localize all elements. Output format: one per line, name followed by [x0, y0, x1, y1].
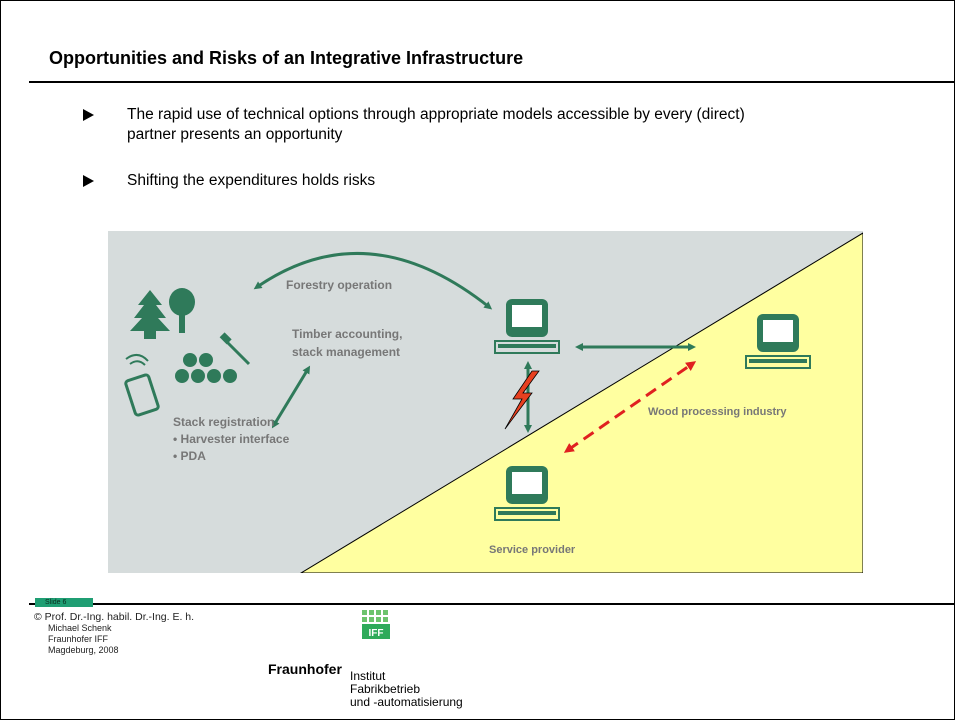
- trees-icon: [130, 288, 195, 339]
- slide-number: Slide 6: [35, 598, 93, 607]
- bullet-triangle-icon: [83, 175, 94, 187]
- logo-text: IFF: [369, 628, 384, 639]
- slide-title: Opportunities and Risks of an Integrativ…: [49, 48, 524, 68]
- fraunhofer-logo-icon: IFF: [360, 609, 392, 641]
- computer-service-icon: [494, 466, 560, 521]
- computer-industry-icon: [745, 314, 811, 369]
- service-industry-dashed-arrow: [563, 361, 697, 453]
- institute-line-2: Fabrikbetrieb: [350, 682, 421, 696]
- fraunhofer-brand: Fraunhofer: [268, 661, 342, 677]
- pda-icon: [124, 354, 160, 417]
- place-year: Magdeburg, 2008: [48, 645, 119, 655]
- label-service-provider: Service provider: [489, 544, 576, 556]
- footer-divider: [29, 603, 954, 605]
- bullet-text: The rapid use of technical options throu…: [127, 106, 745, 143]
- author-name: Michael Schenk: [48, 623, 112, 633]
- label-stack-registration: Stack registration: [173, 415, 274, 429]
- institute-line-1: Institut: [350, 669, 386, 683]
- log-stack-icon: [175, 332, 251, 383]
- lightning-icon: [504, 370, 540, 430]
- copyright-line: © Prof. Dr.-Ing. habil. Dr.-Ing. E. h.: [34, 611, 195, 623]
- institute-name: Institut Fabrikbetrieb und -automatisier…: [350, 670, 463, 709]
- institute-line-3: und -automatisierung: [350, 695, 463, 709]
- label-stack-management: stack management: [292, 345, 400, 359]
- bullet-text: Shifting the expenditures holds risks: [127, 172, 376, 189]
- forestry-arc-arrow: [253, 252, 493, 310]
- label-pda: • PDA: [173, 449, 206, 463]
- label-timber-accounting: Timber accounting,: [292, 327, 402, 341]
- bullet-triangle-icon: [83, 109, 94, 121]
- title-divider: [29, 81, 954, 83]
- label-forestry-operation: Forestry operation: [286, 278, 392, 292]
- author-org: Fraunhofer IFF: [48, 634, 109, 644]
- label-wood-processing: Wood processing industry: [648, 406, 787, 418]
- infrastructure-diagram: Forestry operation Timber accounting, st…: [108, 231, 863, 573]
- timber-accounting-arrow: [271, 365, 311, 429]
- footer-credits: © Prof. Dr.-Ing. habil. Dr.-Ing. E. h. M…: [34, 612, 194, 656]
- computer-forestry-icon: [494, 299, 560, 354]
- label-harvester-interface: • Harvester interface: [173, 432, 290, 446]
